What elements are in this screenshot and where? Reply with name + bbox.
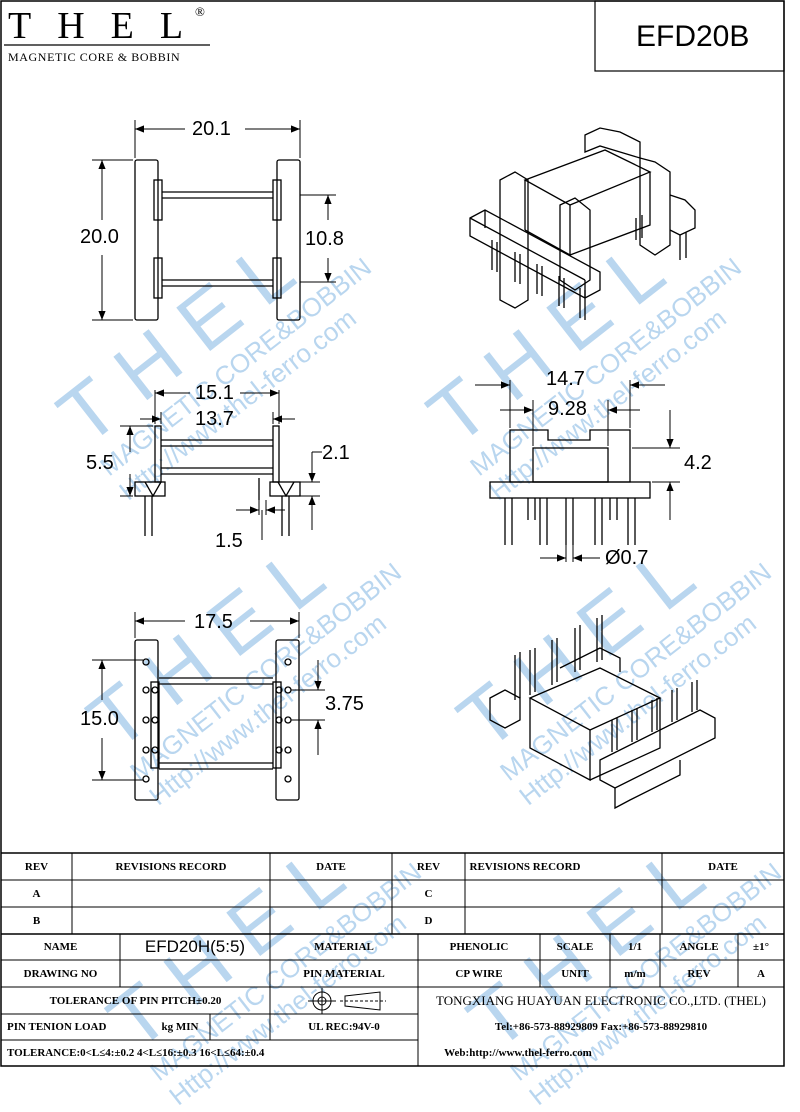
pin-tension-unit: kg MIN (161, 1021, 199, 1033)
dim-top-view-height: 20.0 (80, 226, 119, 248)
ul-rec: UL REC:94V-0 (308, 1021, 380, 1033)
bottom-view (134, 639, 300, 801)
dim-bottom-view-width: 17.5 (194, 611, 233, 633)
drawing-no-label: DRAWING NO (23, 967, 98, 980)
rev-header-right: REV (416, 860, 441, 873)
dim-bottom-view-height: 15.0 (80, 708, 119, 730)
revisions-record-header-left: REVISIONS RECORD (115, 860, 227, 873)
dim-side-pin-offset: 1.5 (215, 530, 243, 552)
dim-pin-diameter: Ø0.7 (605, 547, 649, 569)
projection-symbol (308, 988, 386, 1014)
front-view (489, 429, 651, 545)
technical-drawing (0, 0, 785, 1067)
company-name: TONGXIANG HUAYUAN ELECTRONIC CO.,LTD. (T… (436, 992, 766, 1008)
rev-header-left: REV (24, 860, 49, 873)
sheet-border (0, 0, 785, 1067)
registered-mark: ® (195, 4, 205, 19)
pin-tension-label: PIN TENION LOAD (7, 1021, 107, 1033)
isometric-view-bottom (489, 615, 716, 810)
dim-front-inner-width: 9.28 (548, 398, 587, 420)
part-number-box (594, 0, 785, 72)
material-label: MATERIAL (314, 941, 374, 953)
rev-b: B (32, 914, 41, 927)
rev-c: C (424, 887, 433, 900)
unit-value: m/m (624, 967, 646, 980)
scale-value: 1/1 (627, 941, 643, 953)
dim-pin-pitch: 3.75 (325, 693, 364, 715)
dim-top-view-width: 20.1 (192, 118, 231, 140)
material-value: PHENOLIC (449, 941, 509, 953)
title-block-grid (1, 852, 784, 1066)
revisions-record-header-right: REVISIONS RECORD (469, 860, 581, 873)
pin-material-value: CP WIRE (455, 967, 503, 980)
website: Web:http://www.thel-ferro.com (444, 1047, 592, 1059)
dim-side-height: 5.5 (86, 452, 114, 474)
dim-side-inner-width: 13.7 (195, 408, 234, 430)
rev-d: D (424, 914, 433, 927)
contact-info: Tel:+86-573-88929809 Fax:+86-573-8892981… (494, 1021, 708, 1033)
pitch-tolerance: TOLERANCE OF PIN PITCH±0.20 (49, 994, 222, 1007)
isometric-view-top (469, 127, 696, 320)
unit-label: UNIT (561, 967, 589, 980)
name-value: EFD20H(5:5) (144, 937, 246, 956)
top-view (134, 159, 301, 321)
dim-front-outer-width: 14.7 (546, 368, 585, 390)
rev-a: A (32, 887, 41, 900)
part-number: EFD20B (636, 20, 750, 53)
tolerance-note: TOLERANCE:0<L≤4:±0.2 4<L≤16:±0.3 16<L≤64… (7, 1047, 265, 1059)
angle-label: ANGLE (679, 941, 719, 953)
name-label: NAME (43, 941, 78, 953)
pin-material-label: PIN MATERIAL (303, 967, 385, 980)
logo-text: THEL (8, 5, 210, 47)
date-header-right: DATE (708, 860, 738, 873)
dim-top-view-inner: 10.8 (305, 228, 344, 250)
logo-subtitle: MAGNETIC CORE & BOBBIN (8, 50, 181, 64)
dim-side-outer-width: 15.1 (195, 382, 234, 404)
dim-side-flange: 2.1 (322, 442, 350, 464)
date-header-left: DATE (316, 860, 346, 873)
side-view (134, 425, 301, 536)
dim-front-height: 4.2 (684, 452, 712, 474)
rev-label-2: REV (687, 967, 711, 980)
scale-label: SCALE (556, 941, 594, 953)
angle-value: ±1° (753, 941, 769, 953)
rev-value: A (757, 967, 765, 980)
